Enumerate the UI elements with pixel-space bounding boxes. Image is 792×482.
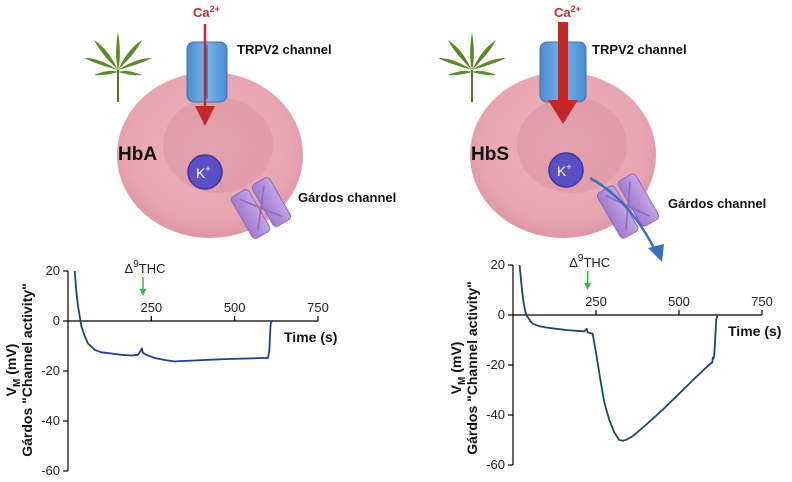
thc-arrowhead — [584, 283, 592, 290]
membrane-potential-trace — [73, 270, 273, 363]
gardos-channel-label: Gárdos channel — [298, 190, 396, 205]
x-axis-label: Time (s) — [728, 323, 781, 339]
y-tick-label: 0 — [498, 307, 505, 322]
trpv2-channel-label: TRPV2 channel — [237, 42, 332, 57]
y-axis-label-line2: Gárdos "Channel activity" — [464, 281, 480, 455]
gardos-channel-label: Gárdos channel — [668, 196, 766, 211]
k-efflux-arrow — [589, 176, 658, 253]
x-tick-label: 500 — [668, 294, 690, 309]
ca-ion-label: Ca2+ — [193, 4, 220, 20]
y-axis-label: VM (mV) — [448, 342, 468, 395]
gardos-channel-icon — [596, 173, 660, 239]
potassium-label: K+ — [557, 162, 572, 179]
y-tick-label: -40 — [486, 407, 505, 422]
ca-influx-arrow — [548, 22, 578, 124]
panel-hbs: Ca2+ TRPV2 channel HbS K+ Gárdos channel… — [438, 4, 781, 472]
ca-ion-label: Ca2+ — [554, 4, 581, 20]
y-axis-label-line2: Gárdos "Channel activity" — [19, 283, 35, 457]
k-efflux-arrowhead — [648, 244, 664, 262]
potassium-ion-icon — [548, 152, 584, 188]
cell-label: HbS — [471, 144, 509, 165]
cannabis-leaf-icon — [438, 32, 506, 102]
y-tick-label: 0 — [53, 313, 60, 328]
cell-center — [517, 97, 627, 193]
y-tick-label: -60 — [41, 463, 60, 478]
trpv2-channel-icon — [186, 41, 228, 103]
gardos-channel-icon — [230, 177, 292, 239]
x-tick-label: 750 — [307, 300, 329, 315]
y-axis-label: VM (mV) — [3, 344, 23, 397]
y-tick-label: -60 — [486, 457, 505, 472]
trpv2-channel-label: TRPV2 channel — [592, 42, 687, 57]
membrane-potential-trace — [518, 264, 719, 442]
x-tick-label: 500 — [224, 300, 246, 315]
thc-arrowhead — [139, 289, 147, 296]
panel-hba: Ca2+ TRPV2 channel HbA K+ Gárdos channel… — [3, 4, 396, 478]
y-tick-label: -40 — [41, 413, 60, 428]
x-tick-label: 250 — [140, 300, 162, 315]
y-tick-label: -20 — [486, 357, 505, 372]
y-tick-label: -20 — [41, 363, 60, 378]
y-tick-label: 20 — [491, 257, 505, 272]
x-tick-label: 750 — [751, 294, 773, 309]
y-tick-label: 20 — [46, 263, 60, 278]
potassium-label: K+ — [196, 164, 211, 181]
thc-annotation: Δ9THC — [125, 259, 166, 276]
thc-annotation: Δ9THC — [569, 253, 610, 270]
cannabis-leaf-icon — [84, 32, 152, 102]
x-axis-label: Time (s) — [284, 329, 337, 345]
x-tick-label: 250 — [585, 294, 607, 309]
potassium-ion-icon — [187, 154, 223, 190]
cell-label: HbA — [118, 144, 157, 165]
